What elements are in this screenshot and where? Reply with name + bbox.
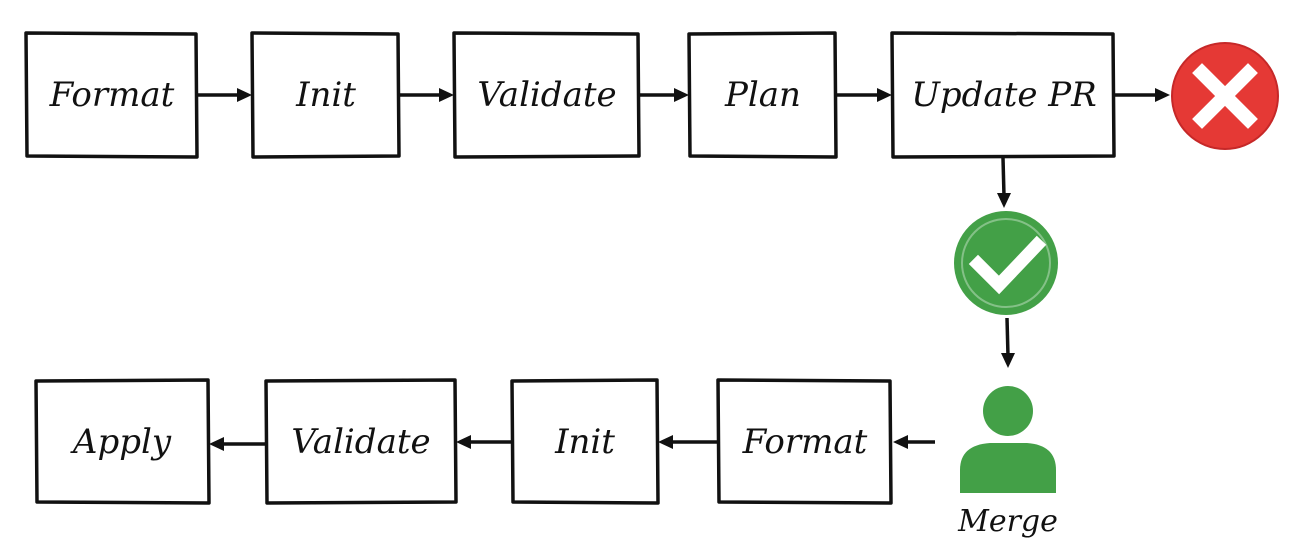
bottom-box-apply: Apply	[34, 378, 211, 505]
box-label: Plan	[724, 75, 801, 115]
bottom-box-init: Init	[510, 378, 660, 505]
close-icon	[1171, 42, 1279, 150]
arrow-validate-apply-bottom	[209, 437, 265, 451]
box-label: Apply	[70, 422, 172, 462]
check-icon	[954, 211, 1058, 315]
bottom-box-format: Format	[716, 378, 893, 505]
arrow-format-init-bottom	[658, 435, 717, 449]
arrow-pass-merge	[1001, 317, 1015, 368]
arrow-merge-format	[893, 435, 935, 449]
arrow-init-validate-bottom	[456, 435, 511, 449]
bottom-box-validate: Validate	[264, 378, 458, 505]
arrow-update-fail	[1115, 88, 1170, 102]
box-label: Format	[49, 75, 175, 115]
box-label: Validate	[477, 75, 616, 115]
top-box-format: Format	[24, 31, 199, 159]
top-box-init: Init	[250, 31, 401, 159]
arrow-init-validate	[400, 88, 454, 102]
top-box-update-pr: Update PR	[890, 31, 1116, 159]
arrow-plan-update	[837, 88, 892, 102]
user-icon	[960, 386, 1056, 493]
top-box-validate: Validate	[452, 31, 641, 159]
arrow-validate-plan	[640, 88, 689, 102]
top-box-plan: Plan	[687, 31, 838, 159]
box-label: Init	[295, 75, 356, 115]
merge-label: Merge	[957, 504, 1058, 539]
box-label: Validate	[291, 422, 430, 462]
box-label: Format	[742, 422, 868, 462]
arrow-format-init	[198, 88, 252, 102]
arrow-update-pass	[997, 157, 1011, 208]
box-label: Update PR	[911, 75, 1097, 115]
box-label: Init	[554, 422, 615, 462]
